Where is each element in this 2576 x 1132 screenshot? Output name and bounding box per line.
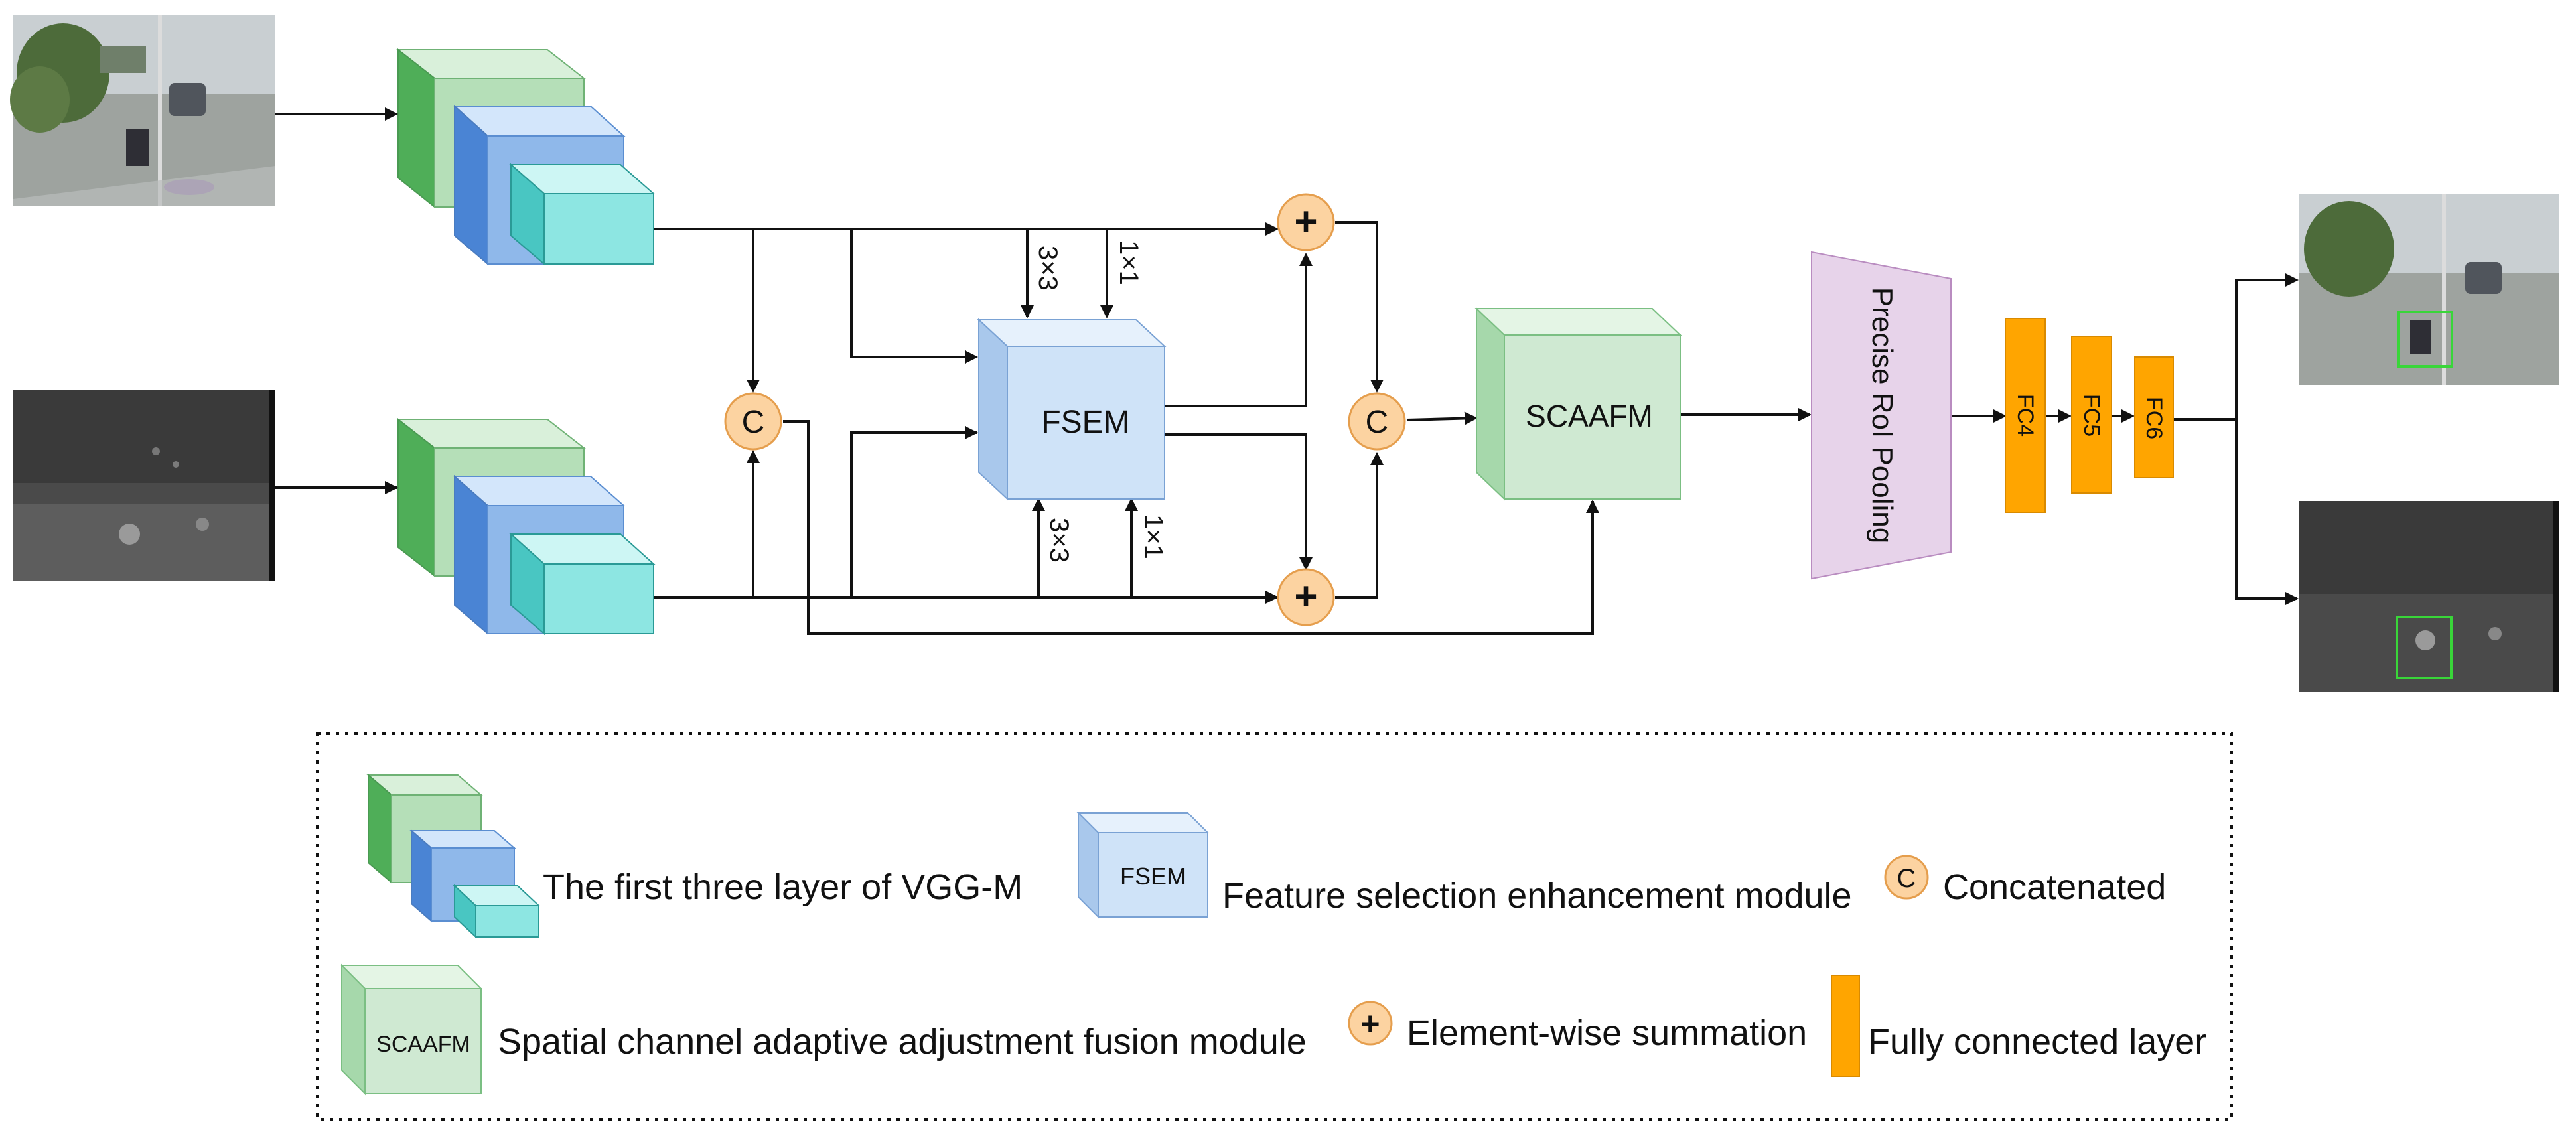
legend-sum-icon: + xyxy=(1348,1001,1393,1046)
legend-concat-icon: C xyxy=(1884,855,1929,900)
precise-roi-pooling-block: Precise RoI Pooling xyxy=(1811,251,1952,580)
legend-concat-text: Concatenated xyxy=(1943,867,2166,907)
legend-scaafm-icon-label: SCAAFM xyxy=(376,1032,470,1057)
sum-op-bottom-label: + xyxy=(1294,574,1317,618)
rgb-input-image xyxy=(10,15,275,206)
vgg-stack-thermal xyxy=(396,417,656,636)
fsem-label: FSEM xyxy=(1041,405,1129,440)
fc5-block xyxy=(2071,336,2112,494)
thermal-detection-box xyxy=(2396,616,2453,679)
scaafm-block: SCAAFM xyxy=(1474,307,1682,501)
kernel-label-top-a: 3×3 xyxy=(1033,246,1062,291)
legend-fsem-text: Feature selection enhancement module xyxy=(1222,876,1852,916)
concat-op-left: C xyxy=(724,392,782,451)
kernel-label-top-b: 1×1 xyxy=(1114,240,1143,285)
legend: The first three layer of VGG-M FSEM Feat… xyxy=(316,732,2233,1121)
thermal-input-image xyxy=(13,390,275,581)
rgb-detection-box xyxy=(2397,311,2453,368)
legend-vgg-text: The first three layer of VGG-M xyxy=(543,867,1023,907)
rgb-output-image xyxy=(2299,194,2559,385)
fc5-label: FC5 xyxy=(2079,394,2104,437)
sum-op-top: + xyxy=(1277,193,1335,251)
sum-op-bottom: + xyxy=(1277,568,1335,626)
scaafm-label: SCAAFM xyxy=(1526,399,1653,433)
sum-op-top-label: + xyxy=(1294,199,1317,244)
legend-sum-text: Element-wise summation xyxy=(1407,1013,1807,1053)
vgg-stack-rgb xyxy=(396,48,656,266)
fc6-label: FC6 xyxy=(2141,397,2167,439)
legend-sum-icon-label: + xyxy=(1360,1005,1380,1042)
concat-op-right-label: C xyxy=(1366,405,1389,440)
fc6-block xyxy=(2134,356,2174,478)
connections xyxy=(275,107,2299,635)
legend-fc-icon xyxy=(1831,975,1860,1077)
legend-frame xyxy=(316,732,2233,1121)
kernel-label-bottom-b: 1×1 xyxy=(1139,514,1168,559)
fc4-block xyxy=(2005,318,2046,513)
concat-op-right: C xyxy=(1348,392,1406,451)
pooling-label: Precise RoI Pooling xyxy=(1866,287,1898,543)
legend-scaafm-text: Spatial channel adaptive adjustment fusi… xyxy=(498,1022,1307,1062)
legend-fc-text: Fully connected layer xyxy=(1868,1022,2206,1062)
legend-fsem-icon-label: FSEM xyxy=(1120,863,1186,890)
legend-fsem-icon: FSEM xyxy=(1076,811,1210,919)
legend-concat-icon-label: C xyxy=(1897,864,1916,893)
thermal-output-image xyxy=(2299,501,2559,692)
fc-layers: FC4 FC5 FC6 xyxy=(2005,318,2174,513)
concat-op-left-label: C xyxy=(742,405,765,440)
fsem-block: FSEM xyxy=(977,318,1167,501)
fc4-label: FC4 xyxy=(2013,394,2038,437)
legend-vgg-icon xyxy=(366,773,541,939)
kernel-label-bottom-a: 3×3 xyxy=(1044,518,1074,563)
legend-scaafm-icon: SCAAFM xyxy=(340,963,483,1096)
